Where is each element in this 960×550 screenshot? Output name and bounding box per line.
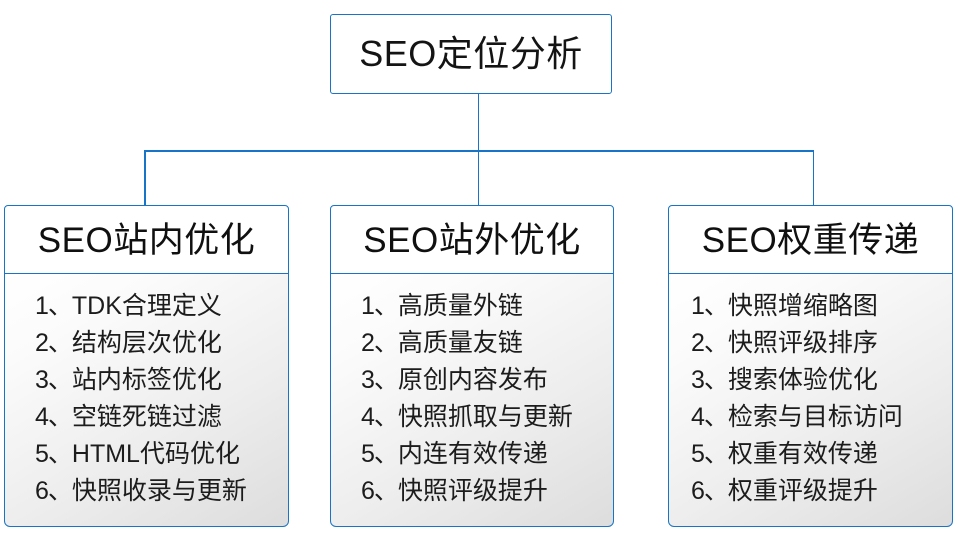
list-item-number: 6、 bbox=[35, 477, 73, 506]
list-item-number: 2、 bbox=[361, 329, 399, 358]
list-item-label: 空链死链过滤 bbox=[71, 403, 222, 432]
list-item[interactable]: 4、快照抓取与更新 bbox=[361, 399, 613, 436]
list-item-label: TDK合理定义 bbox=[71, 292, 222, 321]
list-item-number: 4、 bbox=[361, 403, 399, 432]
list-item-label: 高质量友链 bbox=[397, 329, 523, 358]
list-item-label: 检索与目标访问 bbox=[727, 403, 903, 432]
list-item-number: 4、 bbox=[691, 403, 729, 432]
list-item[interactable]: 3、搜索体验优化 bbox=[691, 362, 952, 399]
list-item[interactable]: 6、快照评级提升 bbox=[361, 473, 613, 510]
list-item[interactable]: 2、快照评级排序 bbox=[691, 325, 952, 362]
list-item-number: 2、 bbox=[35, 329, 73, 358]
list-item-label: 结构层次优化 bbox=[71, 329, 222, 358]
branch-on-site: SEO站内优化 1、TDK合理定义 2、结构层次优化 3、站内标签优化 4、空链… bbox=[4, 205, 289, 528]
list-item-number: 1、 bbox=[35, 292, 73, 321]
list-item[interactable]: 4、空链死链过滤 bbox=[35, 399, 288, 436]
branch-off-site: SEO站外优化 1、高质量外链 2、高质量友链 3、原创内容发布 4、快照抓取与… bbox=[330, 205, 614, 528]
list-item[interactable]: 2、高质量友链 bbox=[361, 325, 613, 362]
list-item-label: 快照增缩略图 bbox=[727, 292, 878, 321]
connector-trunk-vertical bbox=[477, 94, 480, 151]
list-item-number: 5、 bbox=[691, 440, 729, 469]
list-item-label: 快照抓取与更新 bbox=[397, 403, 573, 432]
connector-drop-branch-1 bbox=[144, 150, 146, 206]
list-item[interactable]: 6、权重评级提升 bbox=[691, 473, 952, 510]
list-item[interactable]: 1、高质量外链 bbox=[361, 288, 613, 325]
list-item-label: 权重有效传递 bbox=[727, 440, 878, 469]
list-item-number: 2、 bbox=[691, 329, 729, 358]
branch-header-label: SEO站外优化 bbox=[363, 220, 581, 260]
branch-item-list: 1、快照增缩略图 2、快照评级排序 3、搜索体验优化 4、检索与目标访问 5、权… bbox=[669, 288, 952, 510]
connector-drop-branch-2 bbox=[477, 150, 480, 206]
list-item[interactable]: 3、原创内容发布 bbox=[361, 362, 613, 399]
branch-header-on-site[interactable]: SEO站内优化 bbox=[4, 205, 289, 275]
branch-header-off-site[interactable]: SEO站外优化 bbox=[330, 205, 614, 275]
branch-body-weight-transfer: 1、快照增缩略图 2、快照评级排序 3、搜索体验优化 4、检索与目标访问 5、权… bbox=[668, 273, 953, 528]
list-item-number: 1、 bbox=[361, 292, 399, 321]
list-item[interactable]: 6、快照收录与更新 bbox=[35, 473, 288, 510]
list-item-number: 3、 bbox=[35, 366, 73, 395]
list-item-label: 站内标签优化 bbox=[71, 366, 222, 395]
list-item-label: 内连有效传递 bbox=[397, 440, 548, 469]
list-item[interactable]: 1、快照增缩略图 bbox=[691, 288, 952, 325]
list-item-label: 权重评级提升 bbox=[727, 477, 878, 506]
list-item[interactable]: 5、内连有效传递 bbox=[361, 436, 613, 473]
list-item-label: 搜索体验优化 bbox=[727, 366, 878, 395]
list-item[interactable]: 2、结构层次优化 bbox=[35, 325, 288, 362]
branch-header-label: SEO权重传递 bbox=[701, 220, 920, 260]
branch-body-on-site: 1、TDK合理定义 2、结构层次优化 3、站内标签优化 4、空链死链过滤 5、H… bbox=[4, 273, 289, 528]
root-node[interactable]: SEO定位分析 bbox=[330, 14, 612, 94]
list-item[interactable]: 1、TDK合理定义 bbox=[35, 288, 288, 325]
list-item[interactable]: 5、HTML代码优化 bbox=[35, 436, 288, 473]
branch-weight-transfer: SEO权重传递 1、快照增缩略图 2、快照评级排序 3、搜索体验优化 4、检索与… bbox=[668, 205, 953, 528]
list-item-number: 5、 bbox=[35, 440, 73, 469]
list-item-label: 快照评级排序 bbox=[727, 329, 878, 358]
list-item[interactable]: 4、检索与目标访问 bbox=[691, 399, 952, 436]
connector-drop-branch-3 bbox=[812, 150, 815, 206]
list-item-number: 3、 bbox=[691, 366, 729, 395]
list-item-label: HTML代码优化 bbox=[71, 440, 240, 469]
list-item-label: 快照收录与更新 bbox=[71, 477, 247, 506]
branch-item-list: 1、高质量外链 2、高质量友链 3、原创内容发布 4、快照抓取与更新 5、内连有… bbox=[331, 288, 613, 510]
list-item-number: 6、 bbox=[361, 477, 399, 506]
list-item-number: 3、 bbox=[361, 366, 399, 395]
list-item-number: 6、 bbox=[691, 477, 729, 506]
list-item-number: 4、 bbox=[35, 403, 73, 432]
list-item-label: 原创内容发布 bbox=[397, 366, 548, 395]
list-item-label: 高质量外链 bbox=[397, 292, 523, 321]
root-node-label: SEO定位分析 bbox=[359, 33, 583, 74]
branch-body-off-site: 1、高质量外链 2、高质量友链 3、原创内容发布 4、快照抓取与更新 5、内连有… bbox=[330, 273, 614, 528]
list-item-number: 5、 bbox=[361, 440, 399, 469]
branch-item-list: 1、TDK合理定义 2、结构层次优化 3、站内标签优化 4、空链死链过滤 5、H… bbox=[5, 288, 288, 510]
list-item-label: 快照评级提升 bbox=[397, 477, 548, 506]
list-item[interactable]: 5、权重有效传递 bbox=[691, 436, 952, 473]
branch-header-label: SEO站内优化 bbox=[37, 220, 256, 260]
list-item[interactable]: 3、站内标签优化 bbox=[35, 362, 288, 399]
list-item-number: 1、 bbox=[691, 292, 729, 321]
branch-header-weight-transfer[interactable]: SEO权重传递 bbox=[668, 205, 953, 275]
